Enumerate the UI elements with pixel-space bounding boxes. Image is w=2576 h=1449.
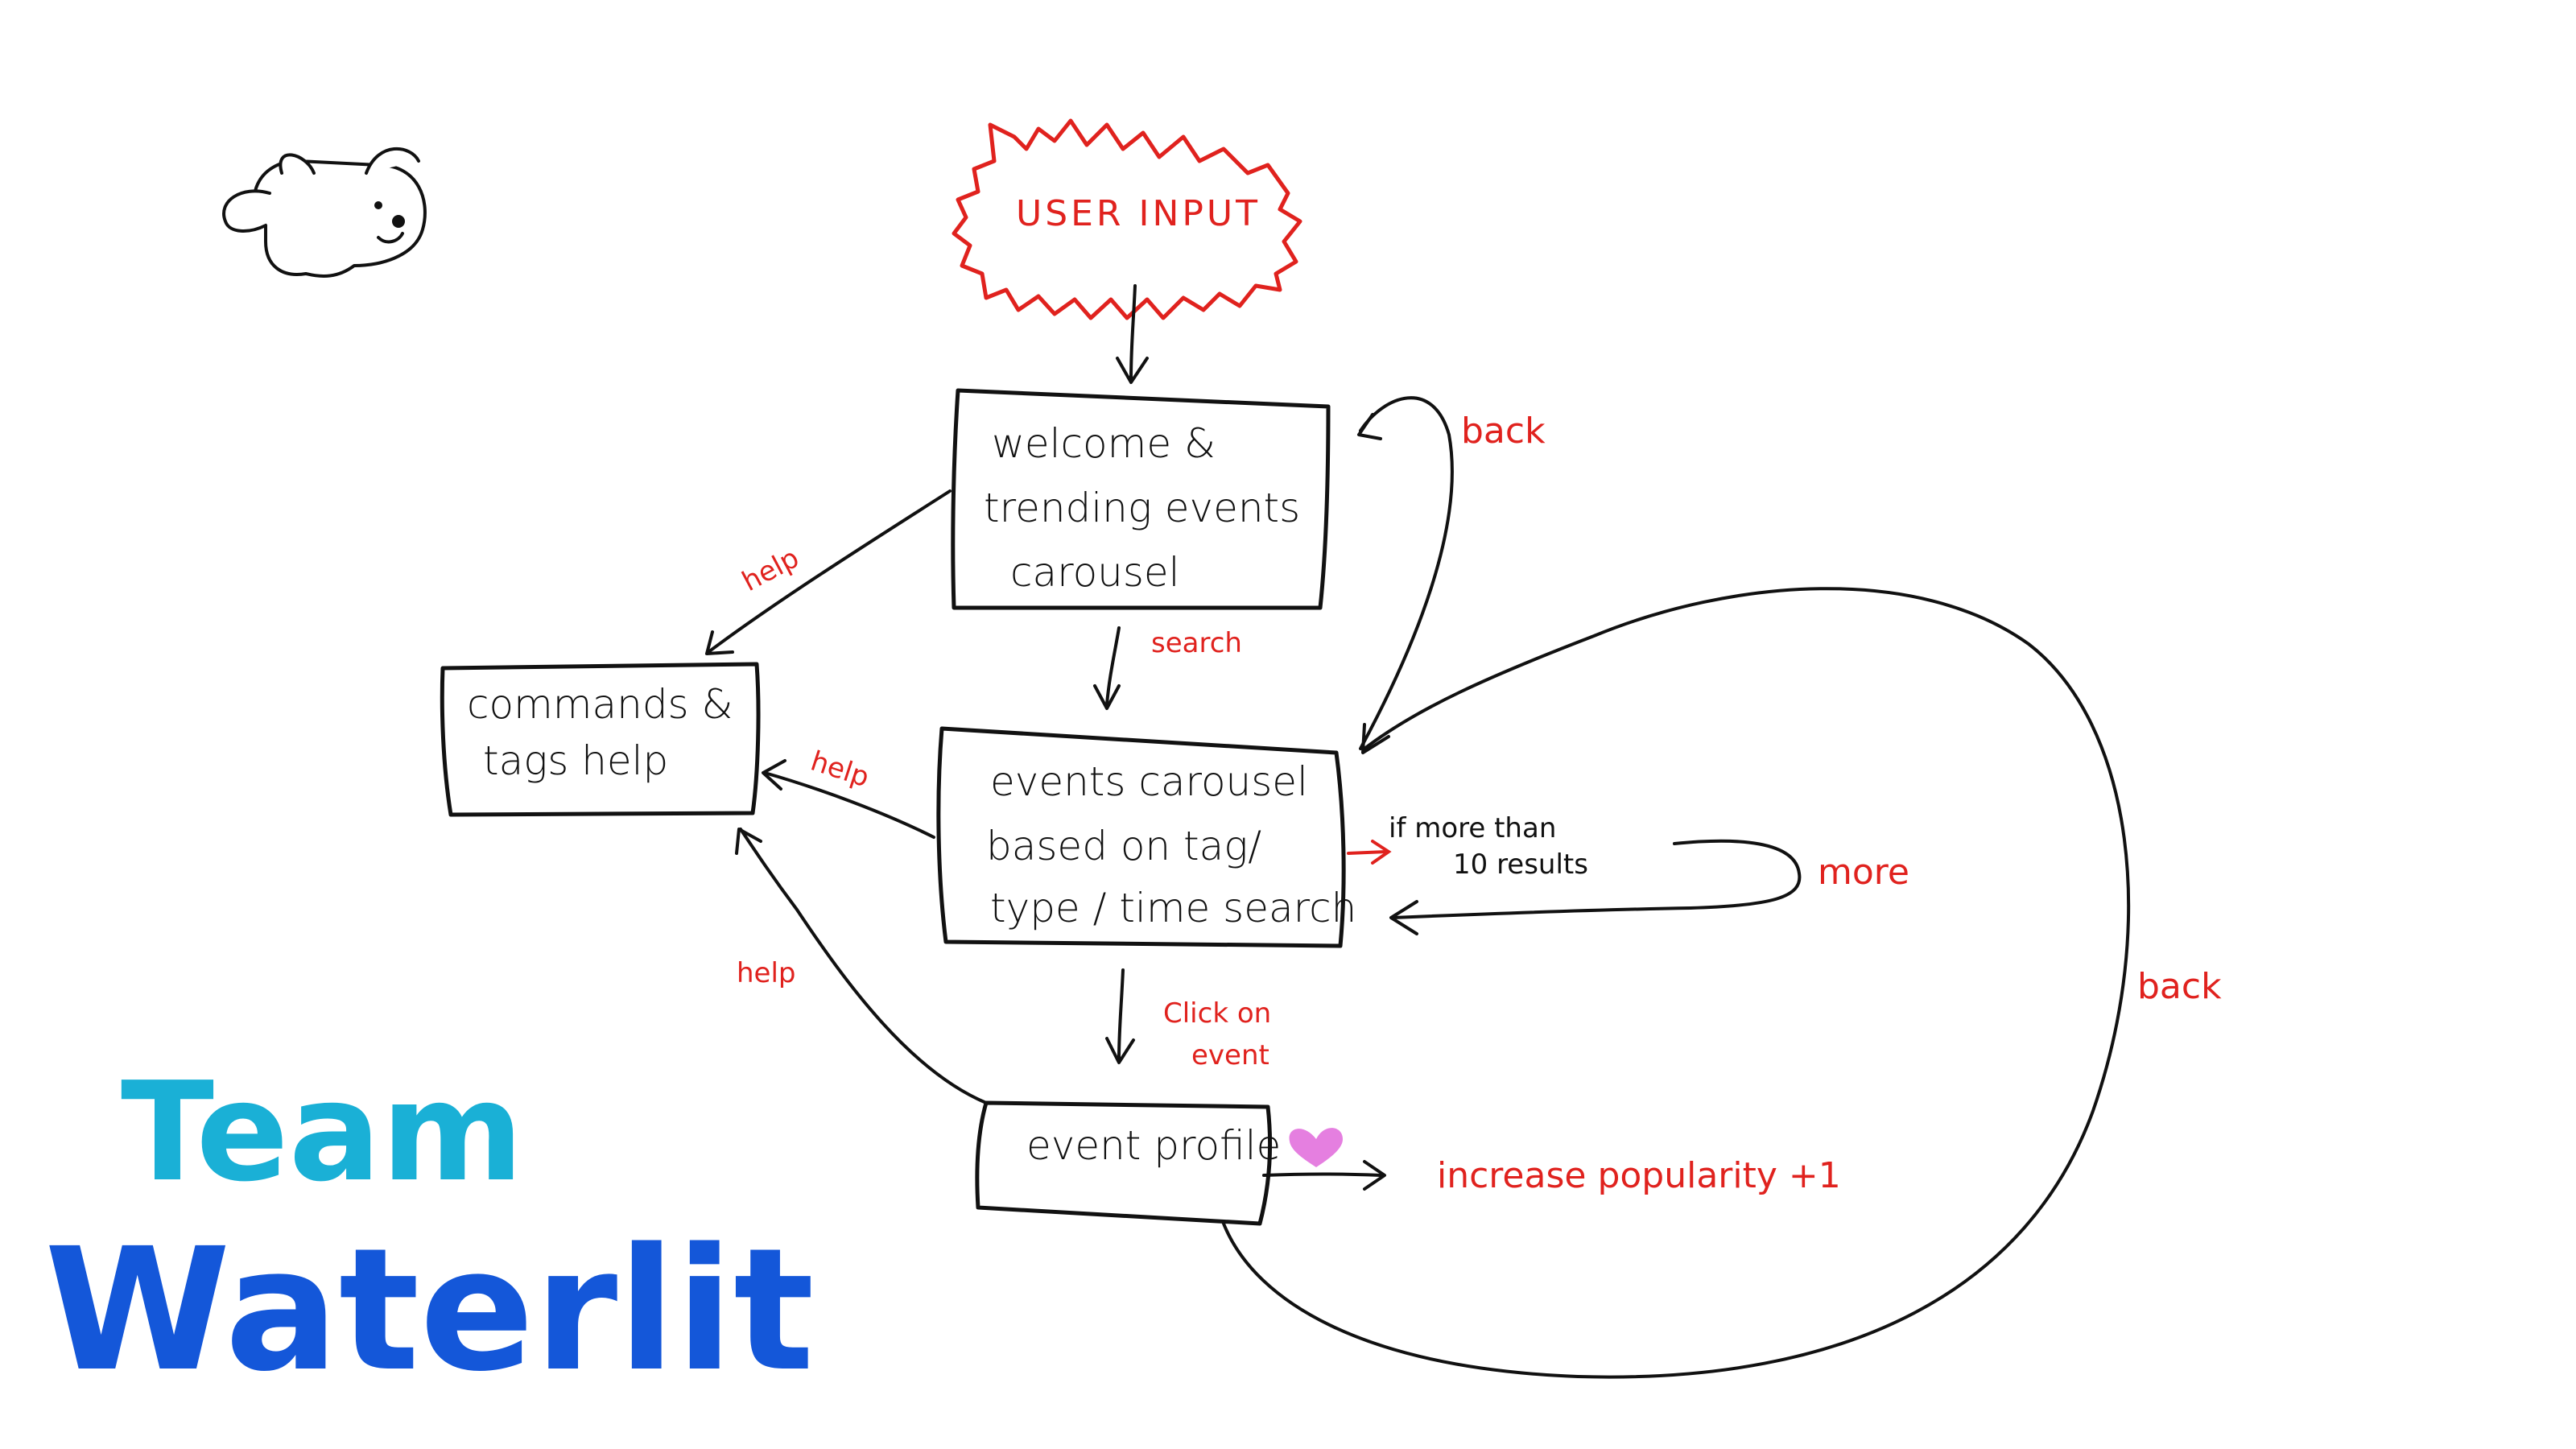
heart-icon (1289, 1128, 1343, 1167)
node-welcome: welcome & trending events carousel (951, 388, 1331, 610)
node-events: events carousel based on tag/ type / tim… (936, 726, 1356, 948)
help-line-2: tags help (483, 737, 668, 784)
node-profile: event profile (975, 1100, 1281, 1226)
edge-label-help-events: help (807, 745, 873, 795)
condition-line-2: 10 results (1453, 848, 1588, 881)
events-line-1: events carousel (990, 758, 1308, 805)
welcome-line-1: welcome & (992, 420, 1216, 467)
edge-label-back-profile: back (2137, 966, 2222, 1007)
edge-label-increase: increase popularity +1 (1437, 1155, 1841, 1196)
team-label-line-2: Waterlit (44, 1212, 815, 1409)
start-label: USER INPUT (1016, 193, 1261, 234)
edge-label-help-welcome: help (737, 542, 804, 598)
node-help: commands & tags help (440, 662, 761, 817)
flying-dog-icon (222, 147, 427, 278)
start-burst: USER INPUT (952, 118, 1302, 320)
click-line-1: Click on (1163, 997, 1271, 1030)
profile-line-1: event profile (1026, 1122, 1281, 1169)
edge-label-search: search (1151, 627, 1242, 659)
edge-label-back-top: back (1461, 411, 1546, 452)
welcome-line-3: carousel (1010, 549, 1180, 596)
click-line-2: event (1191, 1039, 1269, 1071)
welcome-line-2: trending events (984, 485, 1300, 531)
condition-line-1: if more than (1389, 812, 1556, 844)
events-line-3: type / time search (990, 885, 1356, 931)
edge-label-more: more (1818, 852, 1909, 893)
team-label-line-1: Team (121, 1053, 524, 1212)
edge-label-help-profile: help (737, 957, 796, 989)
events-line-2: based on tag/ (986, 823, 1261, 869)
help-line-1: commands & (467, 681, 733, 728)
